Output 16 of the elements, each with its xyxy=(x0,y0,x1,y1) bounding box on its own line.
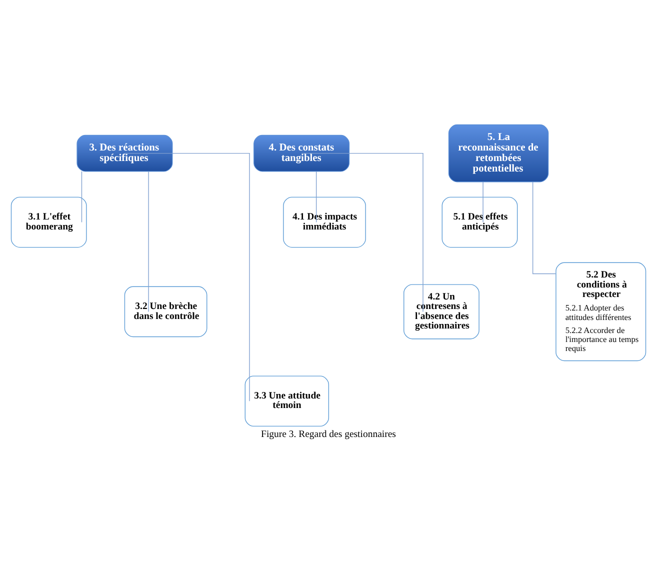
node-box: 3.3 Une attitude témoin xyxy=(244,375,330,426)
node-box: 3.1 L'effet boomerang xyxy=(10,196,87,248)
node-box: 4.1 Des impacts immédiats xyxy=(283,196,366,248)
connector xyxy=(301,152,424,312)
connector xyxy=(148,170,149,312)
node-box: 4. Des constats tangibles xyxy=(254,134,350,172)
connector xyxy=(316,170,317,222)
node-box: 5. La reconnaissance de retombées potentielles xyxy=(448,124,549,182)
node-box: 3.2 Une brèche dans le contrôle xyxy=(124,286,208,337)
node-box: 5.1 Des effets anticipés xyxy=(442,196,518,248)
node-box: 4.2 Un contresens à l'absence des gestionnaires xyxy=(404,284,480,339)
caption: Figure 3. Regard des gestionnaires xyxy=(261,428,396,440)
connector xyxy=(81,170,82,222)
node-box: 3. Des réactions spécifiques xyxy=(76,134,173,172)
connector xyxy=(532,181,556,274)
connector xyxy=(482,181,484,222)
